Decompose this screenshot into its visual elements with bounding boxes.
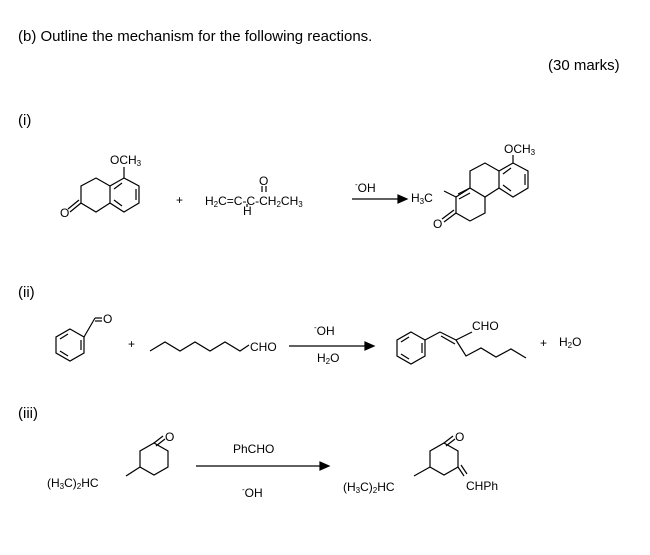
part-iii-product-isopropyl: (H3C)2HC bbox=[343, 480, 395, 495]
part-i-condition: -OH bbox=[355, 180, 376, 195]
part-i-product-structure bbox=[441, 155, 529, 223]
part-i-product-carbonyl-o: O bbox=[433, 217, 443, 231]
part-ii-aldehyde-o: O bbox=[103, 312, 113, 326]
part-ii-heptanal-structure bbox=[149, 341, 250, 352]
part-ii-plus: + bbox=[128, 337, 136, 351]
part-ii-byproduct-water: H2O bbox=[559, 335, 582, 350]
part-iii-reactant-structure bbox=[125, 435, 169, 477]
part-ii-benzaldehyde-structure bbox=[55, 317, 102, 362]
part-iii-reaction-arrow bbox=[196, 461, 331, 471]
part-iii-product-benzylidene: CHPh bbox=[466, 479, 499, 493]
question-heading: (b) Outline the mechanism for the follow… bbox=[18, 28, 373, 45]
part-i-reagent-h: H bbox=[243, 204, 252, 218]
marks-label: (30 marks) bbox=[548, 57, 620, 74]
part-i-plus: + bbox=[176, 193, 184, 207]
part-ii-label: (ii) bbox=[18, 284, 35, 301]
part-ii-condition-above: -OH bbox=[314, 323, 335, 338]
part-ii-reaction-arrow bbox=[289, 341, 376, 351]
part-ii-product-cho: CHO bbox=[472, 319, 499, 333]
part-i-product-methyl: H3C bbox=[411, 191, 433, 206]
part-i-product-methoxy: OCH3 bbox=[504, 142, 536, 157]
part-iii-condition-above: PhCHO bbox=[233, 442, 275, 456]
part-i-reactant-structure bbox=[67, 167, 140, 213]
part-iii-reactant-isopropyl: (H3C)2HC bbox=[47, 476, 99, 491]
part-iii-product-structure bbox=[413, 435, 468, 477]
part-iii-product-o: O bbox=[455, 430, 465, 444]
part-ii-reactant2-cho: CHO bbox=[250, 340, 277, 354]
part-iii-label: (iii) bbox=[18, 405, 38, 422]
part-i-reagent-bonds bbox=[246, 186, 267, 207]
part-iii-reactant-o: O bbox=[165, 430, 175, 444]
part-i-reagent-formula: H2C=C-C-CH2CH3 bbox=[205, 194, 303, 209]
part-ii-condition-below: H2O bbox=[317, 351, 340, 366]
part-i-reaction-arrow bbox=[352, 194, 409, 204]
part-i-reactant-carbonyl-o: O bbox=[60, 206, 70, 220]
part-iii-condition-below: -OH bbox=[242, 485, 263, 500]
part-i-reagent-carbonyl-o: O bbox=[259, 174, 269, 188]
part-ii-product-structure bbox=[396, 331, 527, 365]
part-i-label: (i) bbox=[18, 112, 32, 129]
part-ii-plus-2: + bbox=[540, 336, 548, 350]
part-i-reactant-methoxy: OCH3 bbox=[110, 153, 142, 168]
